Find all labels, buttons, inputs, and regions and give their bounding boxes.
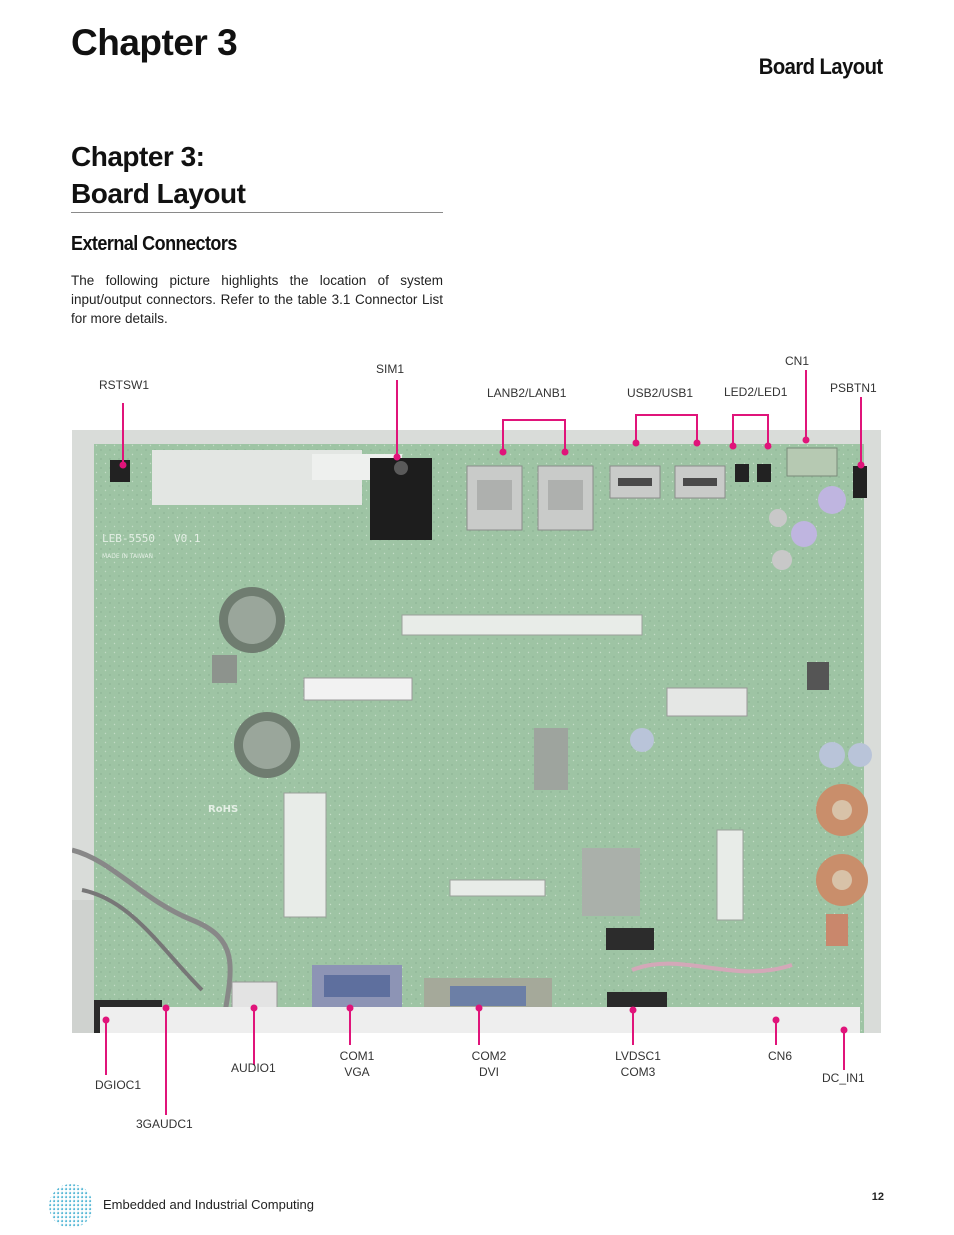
label-cn1: CN1	[785, 354, 810, 368]
usb-callout-line	[635, 414, 698, 443]
label-dvi: DVI	[478, 1065, 499, 1079]
label-com2-dvi: COM2 DVI	[452, 1048, 526, 1080]
rstsw1-marker	[119, 461, 127, 469]
label-com3: COM3	[620, 1065, 656, 1079]
page-number: 12	[871, 1191, 884, 1203]
lanb1-marker	[561, 448, 569, 456]
usb1-marker	[693, 439, 701, 447]
audio1-marker	[250, 1004, 258, 1012]
label-lanb: LANB2/LANB1	[487, 386, 567, 400]
chapter-title-line2: Board Layout	[71, 178, 246, 209]
label-dc-in1: DC_IN1	[822, 1071, 865, 1085]
silkscreen-rohs: RoHS	[208, 804, 238, 815]
chapter-title-line1: Chapter 3:	[71, 141, 205, 172]
psbtn1-marker	[857, 461, 865, 469]
com1-marker	[346, 1004, 354, 1012]
label-lvdsc1-com3: LVDSC1 COM3	[601, 1048, 675, 1080]
label-3gaudc1: 3GAUDC1	[136, 1117, 193, 1131]
chapter-header: Chapter 3	[71, 22, 238, 63]
com2-marker	[475, 1004, 483, 1012]
label-psbtn1: PSBTN1	[830, 381, 877, 395]
dgioc1-marker	[102, 1016, 110, 1024]
label-com1-vga: COM1 VGA	[320, 1048, 394, 1080]
label-com2: COM2	[471, 1049, 507, 1063]
usb2-marker	[632, 439, 640, 447]
lanb2-marker	[499, 448, 507, 456]
company-logo-icon	[49, 1184, 93, 1228]
label-audio1: AUDIO1	[231, 1061, 276, 1075]
label-sim1: SIM1	[376, 362, 405, 376]
silkscreen-version: V0.1	[174, 532, 201, 545]
led-callout-line	[732, 414, 769, 446]
label-rstsw1: RSTSW1	[99, 378, 150, 392]
label-usb: USB2/USB1	[627, 386, 694, 400]
label-dgioc1: DGIOC1	[95, 1078, 142, 1092]
intro-paragraph: The following picture highlights the loc…	[71, 273, 443, 326]
section-header: Board Layout	[759, 54, 883, 79]
dc-in1-marker	[840, 1026, 848, 1034]
cn1-marker	[802, 436, 810, 444]
label-led: LED2/LED1	[724, 385, 788, 399]
chapter-title: Chapter 3: Board Layout	[71, 138, 246, 212]
silkscreen-model: LEB-5550	[102, 532, 155, 545]
lanb-callout-line	[502, 419, 566, 452]
label-vga: VGA	[344, 1065, 370, 1079]
board-illustration: LEB-5550 V0.1 MADE IN TAIWAN RoHS	[72, 430, 881, 1033]
led1-marker	[764, 442, 772, 450]
board-photo: LEB-5550 V0.1 MADE IN TAIWAN RoHS	[72, 430, 881, 1033]
gaudc1-marker	[162, 1004, 170, 1012]
lvdsc1-marker	[629, 1006, 637, 1014]
sim1-marker	[393, 453, 401, 461]
title-divider	[71, 212, 443, 213]
label-cn6: CN6	[768, 1049, 793, 1063]
label-com1: COM1	[339, 1049, 375, 1063]
silkscreen-made-in: MADE IN TAIWAN	[102, 553, 153, 560]
external-connectors-heading: External Connectors	[71, 233, 237, 255]
footer-company: Embedded and Industrial Computing	[103, 1197, 315, 1212]
led2-marker	[729, 442, 737, 450]
label-lvdsc1: LVDSC1	[615, 1049, 661, 1063]
cn6-marker	[772, 1016, 780, 1024]
